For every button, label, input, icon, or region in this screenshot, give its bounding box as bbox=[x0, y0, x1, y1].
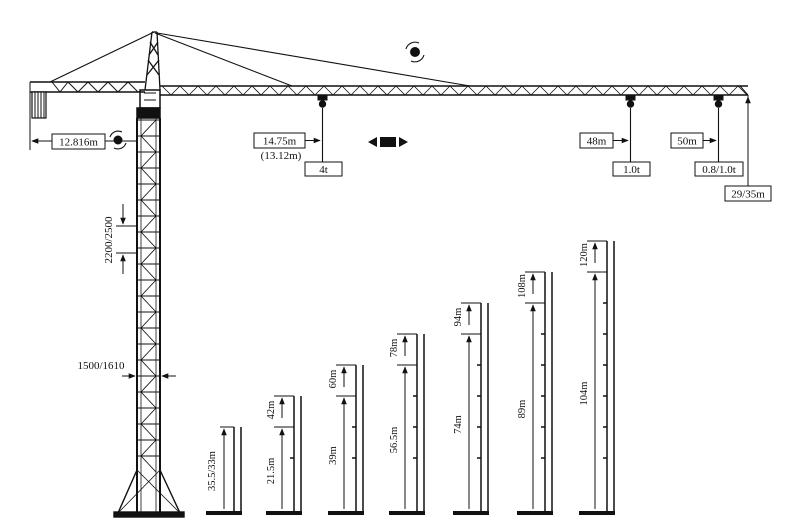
cathead bbox=[144, 31, 161, 91]
load-radius-1-label: 14.75m bbox=[263, 136, 297, 148]
config-column: 94m 74m bbox=[453, 302, 489, 515]
hook-height-label: 21.5m bbox=[266, 458, 277, 485]
counter-jib-length-label: 12.816m bbox=[59, 137, 98, 149]
load-radius-2-label: 48m bbox=[587, 136, 607, 148]
config-column: 42m 21.5m bbox=[266, 395, 302, 515]
max-height-label: 42m bbox=[266, 401, 277, 420]
mast bbox=[136, 118, 161, 512]
max-height-label: 120m bbox=[579, 243, 590, 267]
mast-section-height-label: 2200/2500 bbox=[103, 216, 115, 264]
counter-jib bbox=[29, 31, 155, 119]
trolley-hook-3 bbox=[713, 94, 724, 162]
max-height-label: 60m bbox=[328, 370, 339, 389]
ground-line bbox=[266, 511, 302, 515]
hook-height-label: 39m bbox=[328, 446, 339, 465]
mast-lattice bbox=[137, 119, 160, 473]
ground-line bbox=[453, 511, 489, 515]
config-column: 60m 39m bbox=[328, 364, 364, 515]
max-height-label: 78m bbox=[389, 339, 400, 358]
config-column: 78m 56.5m bbox=[389, 333, 425, 515]
trolley-direction-icon bbox=[368, 137, 408, 147]
load-radius-1-alt-label: (13.12m) bbox=[261, 150, 302, 162]
mast-base bbox=[113, 469, 185, 518]
hook-height-label: 74m bbox=[453, 415, 464, 434]
ground-line bbox=[206, 511, 242, 515]
jib bbox=[154, 32, 749, 96]
max-height-label: 94m bbox=[453, 308, 464, 327]
tip-height-label: 29/35m bbox=[731, 189, 765, 201]
load-3-label: 0.8/1.0t bbox=[702, 164, 736, 176]
slewing-unit bbox=[136, 89, 161, 119]
trolley-hook-2 bbox=[625, 94, 636, 162]
rotation-icon bbox=[405, 41, 425, 63]
trolley-hook-1 bbox=[317, 94, 328, 162]
config-column: 108m 89m bbox=[517, 271, 553, 515]
config-column: 35.5/33m bbox=[206, 426, 242, 515]
ground-line bbox=[517, 511, 553, 515]
hook-height-label: 56.5m bbox=[389, 427, 400, 454]
ground-line bbox=[579, 511, 615, 515]
load-radius-3-label: 50m bbox=[677, 136, 697, 148]
ground-line bbox=[328, 511, 364, 515]
hook-height-label: 89m bbox=[517, 400, 528, 419]
config-column: 120m 104m bbox=[579, 240, 615, 515]
load-2-label: 1.0t bbox=[623, 164, 640, 176]
max-height-label: 108m bbox=[517, 274, 528, 298]
jib-lattice bbox=[161, 85, 748, 96]
crane-dimensions: 12.816m 14.75m (13.12m) 4t 48m bbox=[29, 41, 772, 379]
crane bbox=[29, 31, 749, 518]
free-height-label: 35.5/33m bbox=[207, 451, 218, 491]
hook-height-label: 104m bbox=[579, 382, 590, 406]
mast-width-label: 1500/1610 bbox=[77, 360, 125, 372]
ground-line bbox=[389, 511, 425, 515]
rotation-icon bbox=[109, 130, 127, 150]
height-configurations: 35.5/33m 42m 21.5m 60m 39m 78m 56.5m 94m 74m 108m… bbox=[206, 240, 615, 515]
load-1-label: 4t bbox=[319, 164, 328, 176]
